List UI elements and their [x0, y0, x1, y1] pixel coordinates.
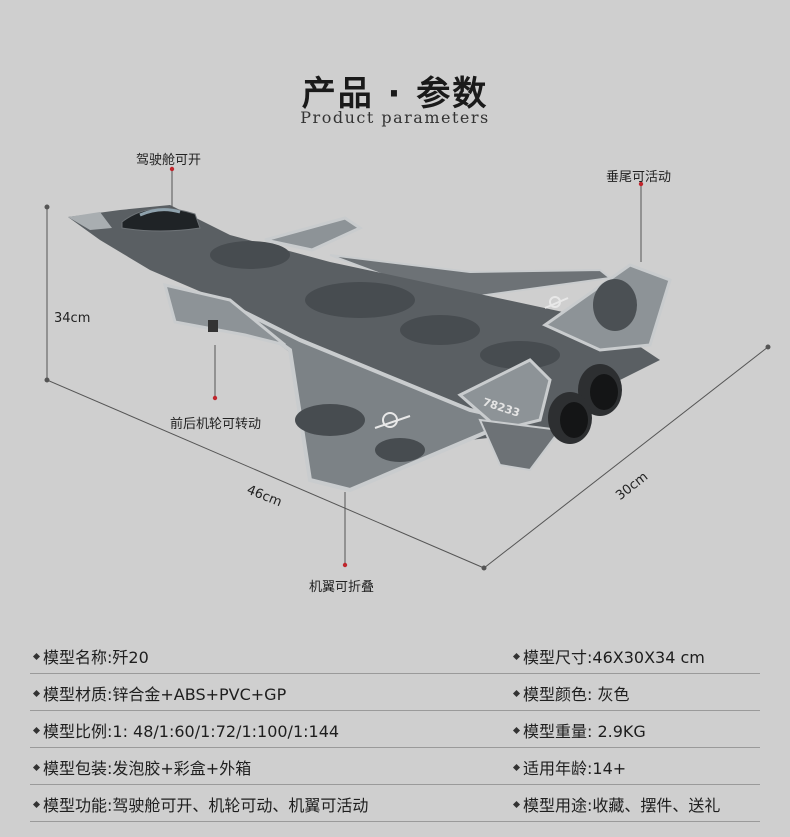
spec-row: 模型包装:发泡胶+彩盒+外箱 适用年龄:14+: [30, 751, 760, 785]
callout-leaders: [171, 168, 642, 565]
aircraft-illustration: 78233: [44, 166, 771, 571]
spec-row: 模型材质:锌合金+ABS+PVC+GP 模型颜色: 灰色: [30, 677, 760, 711]
bullet-icon: [512, 652, 521, 661]
spec-color: 模型颜色: 灰色: [512, 681, 629, 705]
bullet-icon: [32, 726, 41, 735]
row-divider: [30, 673, 760, 674]
spec-packaging: 模型包装:发泡胶+彩盒+外箱: [32, 755, 251, 779]
spec-usage: 模型用途:收藏、摆件、送礼: [512, 792, 720, 816]
bullet-icon: [32, 800, 41, 809]
spec-row: 模型名称:歼20 模型尺寸:46X30X34 cm: [30, 640, 760, 674]
row-divider: [30, 821, 760, 822]
dimension-height-label: 34cm: [54, 311, 91, 326]
far-canard: [264, 216, 364, 252]
callout-wings: 机翼可折叠: [309, 580, 375, 595]
callout-tail: 垂尾可活动: [606, 170, 672, 185]
j20-aircraft: 78233: [68, 205, 672, 493]
insignia-marks: [374, 296, 569, 429]
bullet-icon: [512, 726, 521, 735]
page-subtitle: Product parameters: [300, 108, 490, 127]
spec-functions: 模型功能:驾驶舱可开、机轮可动、机翼可活动: [32, 792, 368, 816]
height-dimension-start: [44, 204, 50, 210]
page-title: 产品 · 参数: [301, 74, 489, 114]
bullet-icon: [512, 689, 521, 698]
near-canard: [162, 282, 286, 347]
length-dimension-line: [46, 379, 485, 569]
tailplane: [478, 418, 562, 472]
row-divider: [30, 710, 760, 711]
spec-model-name: 模型名称:歼20: [32, 644, 149, 668]
callout-wheels: 前后机轮可转动: [170, 417, 262, 432]
row-divider: [30, 784, 760, 785]
bullet-icon: [32, 763, 41, 772]
bullet-icon: [512, 763, 521, 772]
spec-row: 模型比例:1: 48/1:60/1:72/1:100/1:144 模型重量: 2…: [30, 714, 760, 748]
near-wing: [218, 298, 522, 493]
spec-material: 模型材质:锌合金+ABS+PVC+GP: [32, 681, 286, 705]
width-dimension-end: [765, 344, 771, 350]
spec-scale: 模型比例:1: 48/1:60/1:72/1:100/1:144: [32, 718, 339, 742]
nose-cone: [68, 212, 112, 230]
callout-cockpit: 驾驶舱可开: [136, 153, 202, 168]
bullet-icon: [32, 689, 41, 698]
bullet-icon: [32, 652, 41, 661]
spec-age: 适用年龄:14+: [512, 755, 626, 779]
width-dimension-line: [483, 346, 769, 569]
camouflage-pattern: [210, 241, 560, 462]
spec-weight: 模型重量: 2.9KG: [512, 718, 646, 742]
callout-dots: [169, 166, 644, 568]
spec-row: 模型功能:驾驶舱可开、机轮可动、机翼可活动 模型用途:收藏、摆件、送礼: [30, 788, 760, 822]
spec-model-size: 模型尺寸:46X30X34 cm: [512, 644, 705, 668]
bullet-icon: [512, 800, 521, 809]
tail-camo: [593, 279, 637, 331]
row-divider: [30, 747, 760, 748]
landing-gear: [208, 320, 218, 332]
canopy-reflection: [139, 208, 181, 217]
engine-nozzles: [548, 364, 622, 444]
